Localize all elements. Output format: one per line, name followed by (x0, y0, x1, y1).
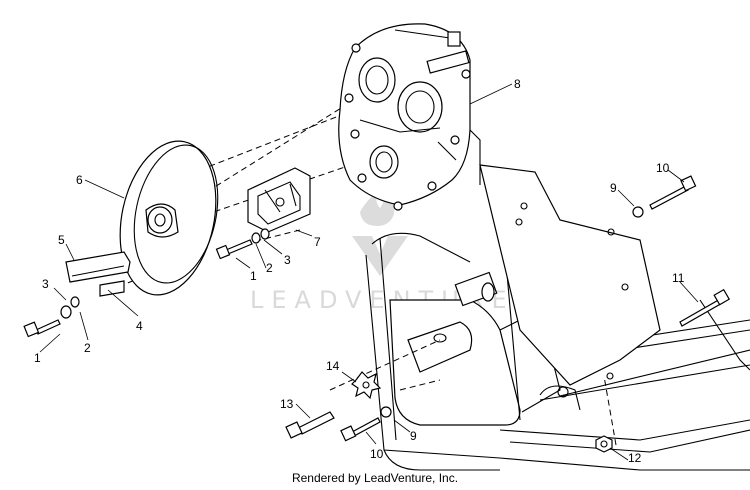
callout-1-upper: 1 (250, 269, 257, 283)
callout-3-upper: 3 (284, 253, 291, 267)
lock-nut (595, 435, 613, 453)
frame-mount-block (454, 271, 498, 307)
gearcase (338, 23, 471, 211)
bolt-assembly-right (632, 175, 697, 218)
callout-8: 8 (514, 77, 521, 91)
star-nut (351, 371, 382, 400)
mount-block (247, 167, 311, 233)
callout-2-upper: 2 (266, 261, 273, 275)
callout-9-lower: 9 (410, 429, 417, 443)
callout-2-lower: 2 (84, 341, 91, 355)
callout-12: 12 (628, 451, 642, 465)
belt-guard-bracket (65, 251, 131, 297)
callout-13: 13 (280, 397, 294, 411)
shoulder-bolt (285, 411, 335, 439)
callout-9-upper: 9 (610, 181, 617, 195)
callout-11: 11 (672, 271, 685, 285)
callout-14: 14 (326, 359, 340, 373)
callout-10-upper: 10 (656, 161, 670, 175)
mount-plate (479, 164, 661, 411)
callout-leaders (39, 83, 699, 461)
bolt-assembly-lower (23, 296, 80, 338)
footer-credit: Rendered by LeadVenture, Inc. (291, 471, 459, 485)
callout-6: 6 (76, 173, 83, 187)
frame-bracket (407, 321, 473, 373)
bolt-assembly-upper (215, 228, 270, 260)
callout-3-lower: 3 (42, 277, 49, 291)
callout-1-lower: 1 (34, 351, 41, 365)
drive-sheave (119, 140, 219, 296)
callout-10-lower: 10 (370, 447, 384, 461)
callout-7: 7 (314, 235, 321, 249)
callout-5: 5 (58, 233, 65, 247)
bolt-assembly-bottom (340, 406, 392, 442)
long-bolt (679, 288, 731, 327)
callout-4: 4 (136, 319, 143, 333)
